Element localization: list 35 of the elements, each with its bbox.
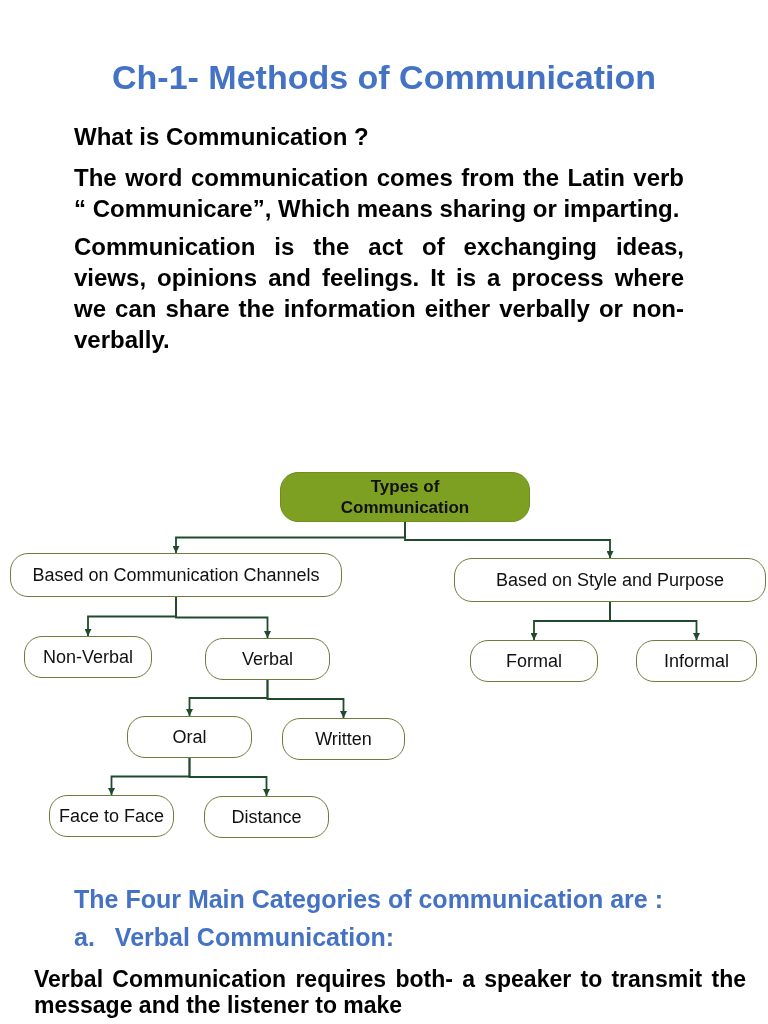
node-text: Types of Communication — [339, 475, 471, 519]
category-box — [636, 640, 757, 682]
category-box — [282, 718, 405, 760]
arrow — [188, 757, 270, 797]
node-text: Based on Communication Channels — [32, 563, 320, 587]
category-box — [205, 638, 330, 680]
list-marker: a. — [74, 922, 95, 952]
node-text: Face to Face — [58, 804, 164, 828]
section-heading: The Four Main Categories of communication are : — [74, 884, 664, 914]
subsection-heading: Verbal Communication: — [114, 922, 395, 952]
question-heading: What is Communication ? — [74, 122, 370, 152]
category-box — [454, 558, 766, 602]
arrow — [404, 521, 614, 559]
node-text: Verbal — [241, 647, 293, 671]
node-text: Oral — [172, 725, 207, 749]
root-box — [280, 472, 530, 522]
node-text: Distance — [231, 805, 302, 829]
paragraph: Verbal Communication requires both- a speaker to transmit the message and the listener to make — [34, 966, 746, 1018]
paragraph: The word communication comes from the Latin verb “ Communicare”, Which means sharing or imparting. — [74, 163, 684, 224]
arrow — [266, 679, 347, 719]
page-title: Ch-1- Methods of Communication — [111, 58, 657, 97]
arrow — [609, 601, 700, 641]
arrow — [175, 596, 271, 639]
paragraph: Communication is the act of exchanging ideas, views, opinions and feelings. It is a process where we can share the information either verbally or non-verbally. — [74, 232, 684, 355]
category-box — [127, 716, 252, 758]
node-text: Non-Verbal — [42, 645, 134, 669]
category-box — [10, 553, 342, 597]
category-box — [470, 640, 598, 682]
node-text: Based on Style and Purpose — [495, 568, 725, 592]
node-text: Formal — [506, 649, 562, 673]
node-text: Written — [315, 727, 372, 751]
category-box — [49, 795, 174, 837]
node-text: Informal — [664, 649, 729, 673]
category-box — [204, 796, 329, 838]
category-box — [24, 636, 152, 678]
